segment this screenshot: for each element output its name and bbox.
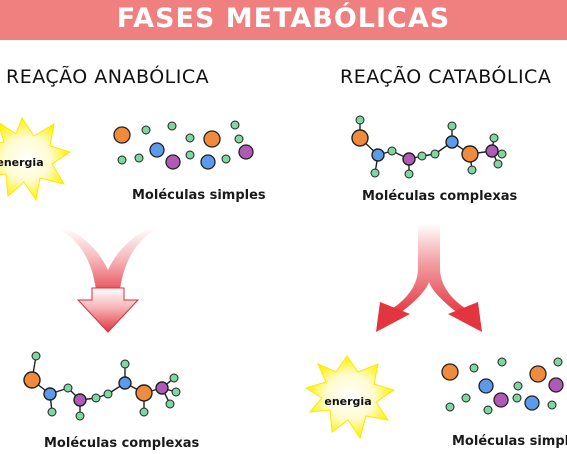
energy-sun-icon: energia [0, 116, 72, 202]
anabolic-merge-arrow [56, 228, 160, 333]
catabolic-heading: REAÇÃO CATABÓLICA [340, 66, 552, 88]
title-banner [0, 0, 567, 40]
page-title: FASES METABÓLICAS [116, 3, 451, 34]
simple-molecules-left [113, 120, 254, 170]
complex-molecule-right [351, 115, 507, 179]
complex-molecule-left [23, 351, 181, 421]
catabolic-split-arrow [376, 224, 482, 332]
anabolic-input-caption: Moléculas simples [132, 188, 266, 203]
simple-molecules-right [441, 357, 564, 415]
anabolic-heading: REAÇÃO ANABÓLICA [6, 66, 210, 88]
catabolic-output-caption: Moléculas simples [452, 434, 567, 449]
energy-label-left: energia [0, 156, 44, 169]
energy-label-right: energia [324, 395, 371, 408]
energy-sun-icon: energia [304, 355, 396, 440]
catabolic-input-caption: Moléculas complexas [362, 189, 518, 204]
anabolic-output-caption: Moléculas complexas [44, 436, 200, 451]
